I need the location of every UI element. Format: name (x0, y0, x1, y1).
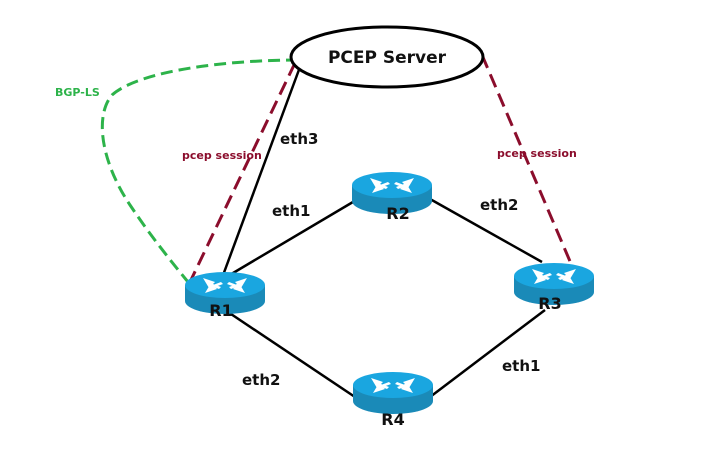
router-r4[interactable]: R4 (353, 372, 433, 429)
pcep-session-label-r1: pcep session (182, 149, 262, 162)
router-label-r3: R3 (538, 294, 561, 313)
bgp-ls-label: BGP-LS (55, 86, 100, 99)
link-label-r4-r3-eth1: eth1 (502, 357, 540, 375)
link-r1-server (220, 66, 302, 279)
pcep-session-label-r3: pcep session (497, 147, 577, 160)
bgp-ls-session-line (100, 58, 299, 283)
pcep-session-line-r1 (188, 62, 297, 283)
link-label-r2-r3-eth2: eth2 (480, 196, 518, 214)
router-icon (353, 372, 433, 414)
router-label-r1: R1 (209, 301, 232, 320)
router-label-r2: R2 (386, 204, 409, 223)
router-label-r4: R4 (381, 410, 404, 429)
router-r2[interactable]: R2 (352, 172, 432, 223)
router-r3[interactable]: R3 (514, 263, 594, 313)
link-label-eth3: eth3 (280, 130, 318, 148)
pcep-server-label: PCEP Server (328, 48, 447, 68)
link-r2-r3 (429, 197, 543, 264)
link-r1-r4 (227, 310, 356, 399)
link-r4-r3 (429, 309, 546, 398)
link-r1-r2 (227, 197, 359, 278)
pcep-session-line-r3 (480, 54, 574, 267)
pcep-server-node[interactable]: PCEP Server (289, 25, 485, 89)
router-r1[interactable]: R1 (185, 272, 265, 320)
link-label-r1-r2-eth1: eth1 (272, 202, 310, 220)
pcep-server-shape (289, 25, 485, 89)
link-label-r1-r4-eth2: eth2 (242, 371, 280, 389)
